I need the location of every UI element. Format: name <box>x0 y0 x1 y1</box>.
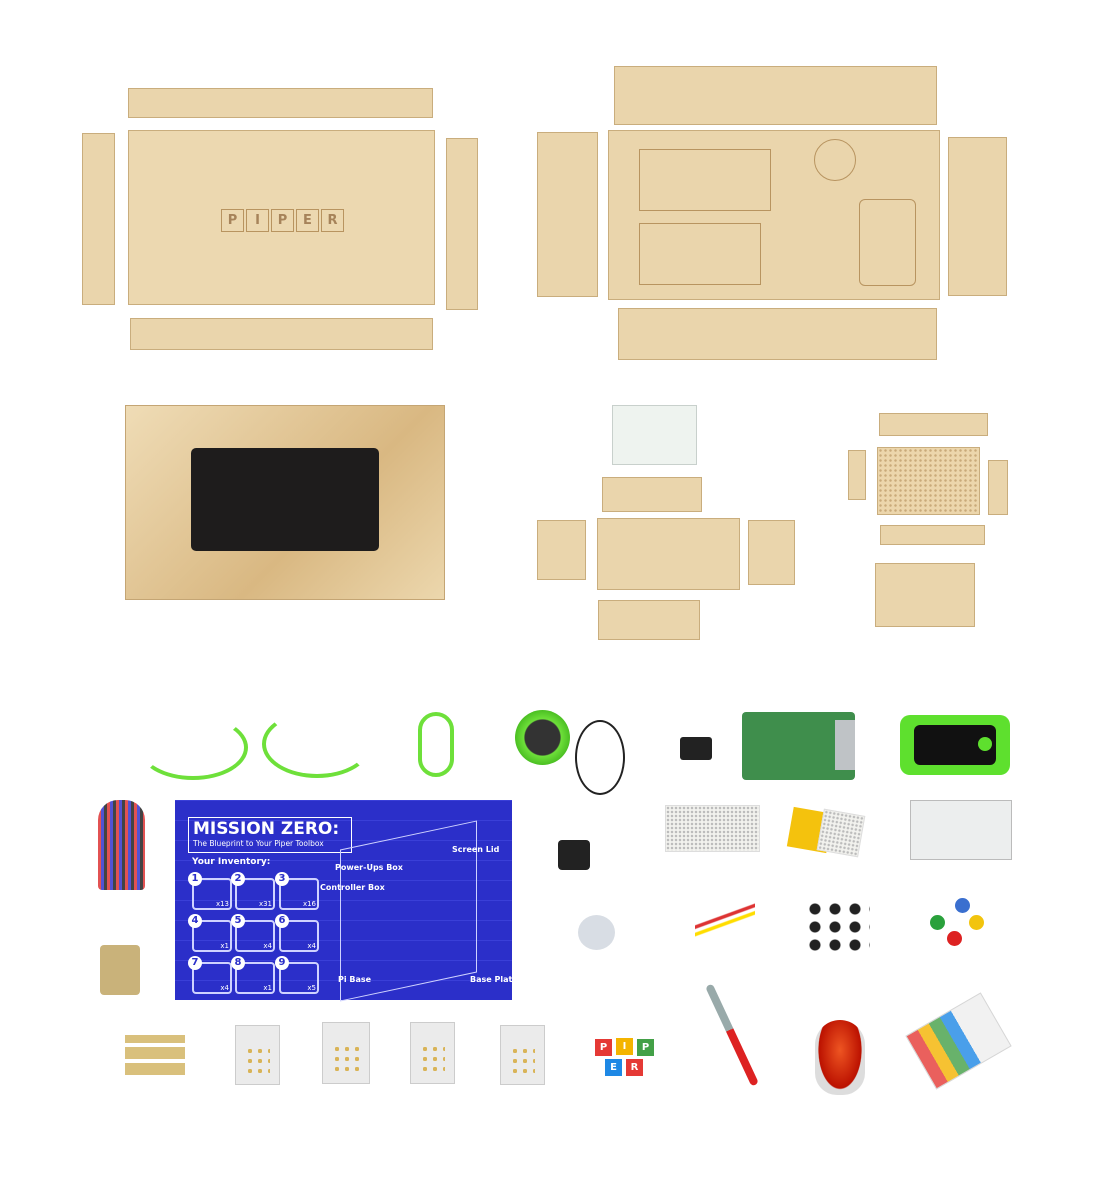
label-base-plate: Base Plate <box>470 975 518 984</box>
speaker <box>515 710 570 765</box>
breadboard-small <box>816 808 866 858</box>
button-comb-piece <box>875 563 975 627</box>
touch-screen <box>191 448 379 551</box>
leds <box>695 900 755 940</box>
controller-panel <box>597 518 740 590</box>
controller-right-side <box>748 520 795 585</box>
logo-letter: P <box>221 209 244 232</box>
blueprint-card: MISSION ZERO: The Blueprint to Your Pipe… <box>175 800 518 1002</box>
main-panel-piper-logo: P I P E R <box>128 130 435 305</box>
bottom-strip-right-set <box>618 308 937 360</box>
inventory-heading: Your Inventory: <box>192 857 271 867</box>
clear-case <box>910 800 1012 860</box>
screw-bag-2 <box>322 1022 370 1084</box>
etched-battery <box>859 199 916 286</box>
top-strip-left-set <box>128 88 433 118</box>
usb-cable-2 <box>262 710 372 778</box>
screen-lid-panel <box>125 405 445 600</box>
latch-clasp <box>100 945 140 995</box>
right-side-right-set <box>948 137 1007 296</box>
jumper-wires <box>98 800 145 890</box>
logo-letter: P <box>271 209 294 232</box>
left-side-right-set <box>537 132 598 297</box>
logo-letter: R <box>321 209 344 232</box>
right-strip-left-set <box>446 138 478 310</box>
screw-bag-1 <box>235 1025 280 1085</box>
controller-bottom-strip <box>598 600 700 640</box>
powerups-left-side <box>848 450 866 500</box>
letter-block: P <box>595 1039 612 1056</box>
header-pins <box>805 900 870 955</box>
screwdriver <box>705 983 759 1087</box>
mouse <box>815 1020 865 1095</box>
etched-controller <box>639 223 761 285</box>
clear-acrylic-lid <box>612 405 697 465</box>
controller-left-side <box>537 520 586 580</box>
battery-pack <box>900 715 1010 775</box>
top-strip-right-set <box>614 66 937 125</box>
blueprint-subtitle: The Blueprint to Your Piper Toolbox <box>193 839 324 848</box>
wifi-dongle <box>558 840 590 870</box>
bottom-strip-left-set <box>130 318 433 350</box>
letter-block: I <box>616 1038 633 1055</box>
powerups-right-side <box>988 460 1008 515</box>
usb-cable-3 <box>418 712 454 777</box>
powerups-bottom-strip <box>880 525 985 545</box>
controller-top-strip <box>602 477 702 512</box>
breadboard-large <box>665 805 760 852</box>
label-screen-lid: Screen Lid <box>452 845 500 854</box>
letter-block: R <box>626 1059 643 1076</box>
logo-letter: I <box>246 209 269 232</box>
audio-cable <box>575 720 625 795</box>
raspberry-pi <box>742 712 855 780</box>
label-controller-box: Controller Box <box>320 883 385 892</box>
blueprint-title: MISSION ZERO: <box>193 819 340 839</box>
etched-speaker <box>814 139 856 181</box>
etched-screen <box>639 149 771 211</box>
left-strip-left-set <box>82 133 115 305</box>
spacer-bag <box>500 1025 545 1085</box>
powerups-panel <box>877 447 980 515</box>
parts-box <box>905 992 1012 1090</box>
logo-letter: E <box>296 209 319 232</box>
piper-letter-blocks: P I P E R <box>595 1035 657 1080</box>
label-pi-base: Pi Base <box>338 975 372 984</box>
microsd-card <box>680 737 712 760</box>
label-power-ups-box: Power-Ups Box <box>335 863 403 872</box>
letter-block: E <box>605 1059 622 1076</box>
usb-cable-1 <box>138 715 248 780</box>
motion-sensor <box>578 915 615 950</box>
powerups-top-strip <box>879 413 988 436</box>
push-buttons <box>925 898 985 950</box>
screw-bag-3 <box>410 1022 455 1084</box>
hinges <box>125 1035 185 1075</box>
letter-block: P <box>637 1039 654 1056</box>
circuit-etched-panel <box>608 130 940 300</box>
